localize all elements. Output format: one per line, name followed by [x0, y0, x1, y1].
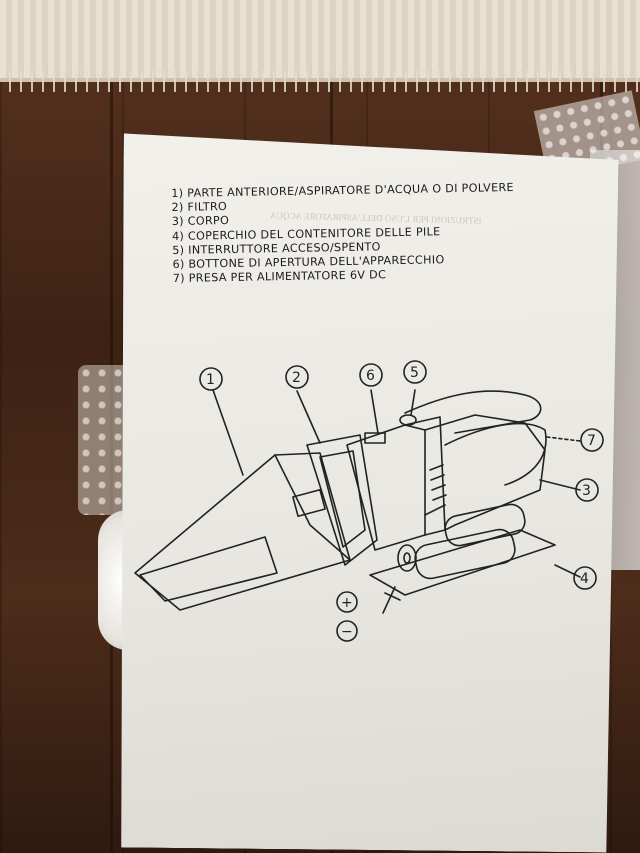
callout-3: [575, 478, 599, 502]
nozzle-part: [134, 452, 351, 611]
callout-label: 6: [366, 368, 375, 384]
callout-circles: [199, 360, 604, 642]
power-switch: [399, 414, 417, 426]
minus-symbol-circle: [336, 620, 358, 642]
callout-7: [580, 428, 604, 452]
callout-leaders: [212, 389, 581, 614]
vacuum-diagram: 1 2 6 5 7 3 4 + −: [134, 360, 604, 642]
callout-4: [573, 566, 597, 590]
callout-label: 2: [292, 370, 301, 386]
battery-pack: [369, 503, 556, 601]
filter-part: [292, 434, 378, 566]
handle-part: [404, 390, 547, 486]
callout-2: [285, 365, 309, 389]
plus-symbol: +: [341, 595, 353, 611]
parts-list: 1) PARTE ANTERIORE/ASPIRATORE D'ACQUA O …: [171, 181, 515, 286]
callout-label: 1: [206, 372, 215, 388]
callout-5: [403, 360, 427, 384]
callout-label: 7: [587, 433, 596, 449]
callout-6: [359, 363, 383, 387]
callout-label: 4: [580, 571, 589, 587]
callout-label: 3: [582, 483, 591, 499]
callout-label: 5: [410, 365, 419, 381]
callout-1: [199, 367, 223, 391]
rug: [0, 0, 640, 82]
minus-symbol: −: [341, 624, 353, 640]
rug-fringe: [0, 70, 640, 92]
plus-symbol-circle: [336, 591, 358, 613]
open-button: [364, 432, 386, 444]
